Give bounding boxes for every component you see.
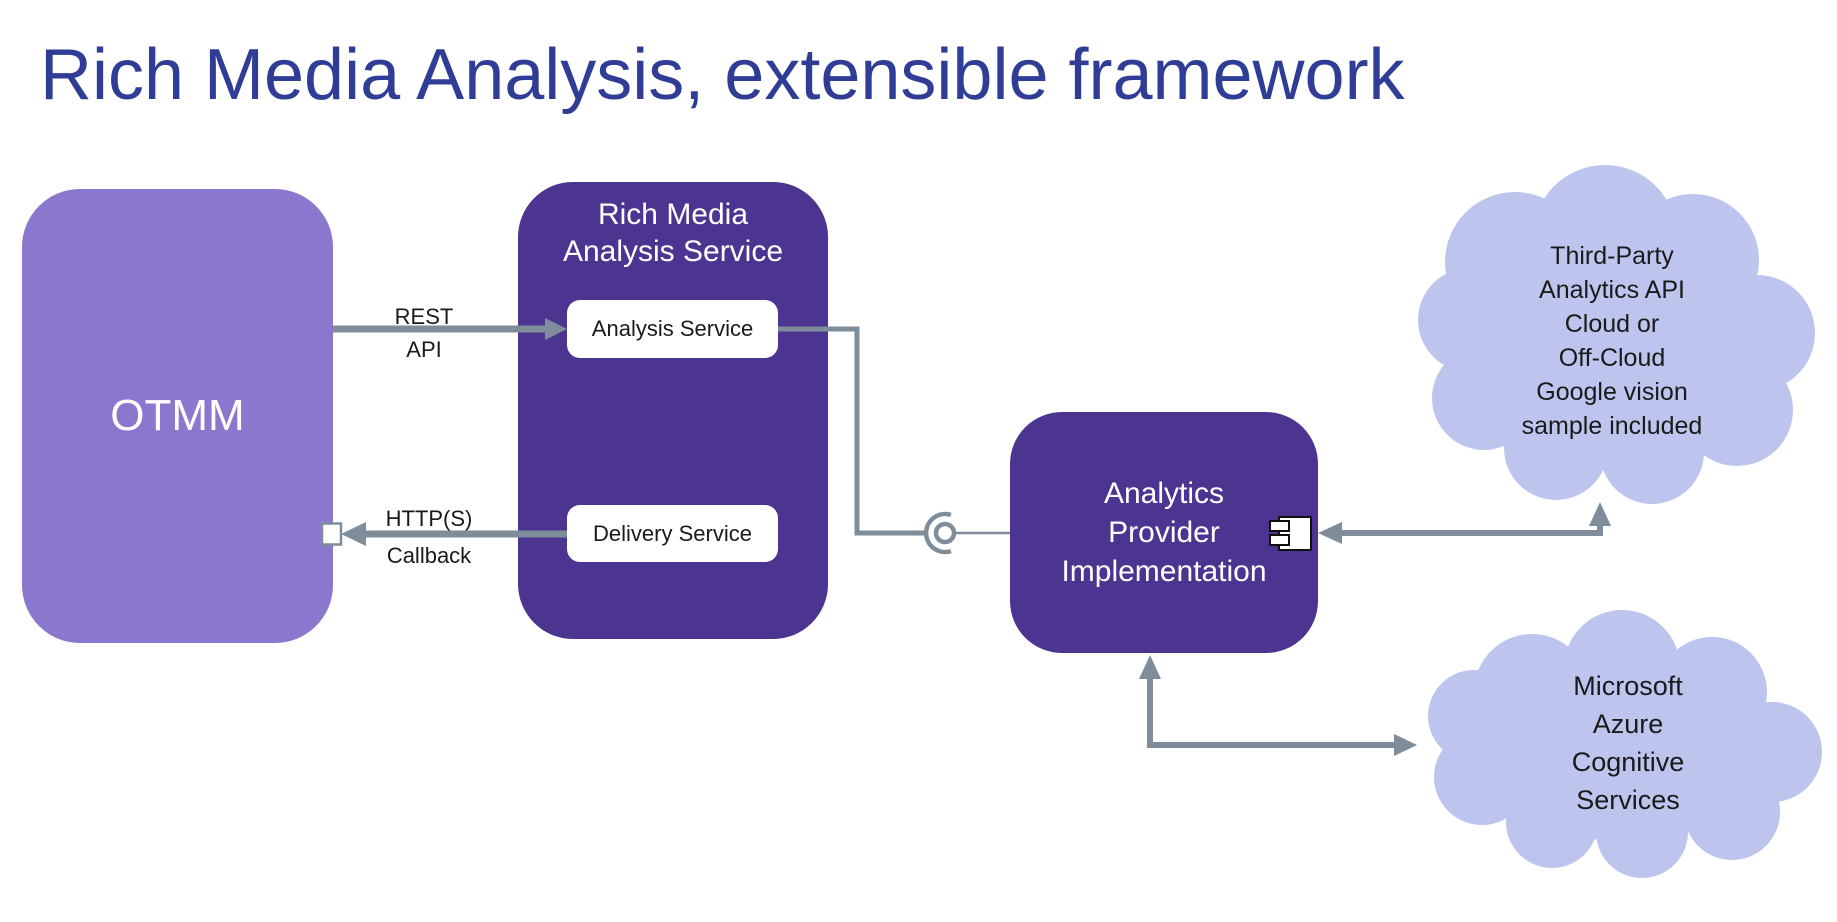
arrowhead-up-icon bbox=[1589, 502, 1611, 526]
rich-media-analysis-service-node: Rich Media Analysis Service Analysis Ser… bbox=[518, 182, 828, 639]
rich-media-service-title: Rich Media Analysis Service bbox=[518, 196, 828, 270]
arrowhead-left-icon bbox=[1318, 522, 1342, 544]
delivery-service-label: Delivery Service bbox=[593, 520, 752, 546]
rest-api-label-line: REST bbox=[394, 304, 454, 329]
arrowhead-up-icon bbox=[1139, 655, 1161, 679]
third-party-cloud-line: Analytics API bbox=[1539, 276, 1685, 304]
arrowhead-right-icon bbox=[1394, 734, 1417, 756]
http-callback-label-line: Callback bbox=[386, 543, 472, 568]
analytics-provider-node: Analytics Provider Implementation bbox=[1010, 412, 1318, 653]
analytics-provider-line: Analytics bbox=[1103, 477, 1225, 510]
azure-cloud-line: Services bbox=[1576, 785, 1680, 815]
third-party-cloud-line: Third-Party bbox=[1550, 242, 1674, 270]
third-party-connection-arrow bbox=[1318, 502, 1611, 544]
analysis-service-subnode: Analysis Service bbox=[567, 300, 778, 358]
otmm-node: OTMM bbox=[22, 189, 333, 643]
azure-cloud-line: Azure bbox=[1592, 709, 1664, 739]
third-party-cloud-line: Off-Cloud bbox=[1558, 344, 1666, 372]
socket-half-circle-icon bbox=[923, 511, 952, 555]
http-callback-label: HTTP(S) Callback bbox=[344, 500, 514, 574]
third-party-cloud-line: sample included bbox=[1521, 412, 1703, 440]
azure-cloud-line: Cognitive bbox=[1571, 747, 1685, 777]
rest-api-label-line: API bbox=[406, 337, 442, 362]
azure-connection-arrow bbox=[1139, 655, 1417, 756]
analytics-provider-line: Provider bbox=[1108, 516, 1220, 549]
page-title: Rich Media Analysis, extensible framewor… bbox=[40, 35, 1405, 115]
http-callback-label-line: HTTP(S) bbox=[385, 506, 473, 531]
analytics-provider-line: Implementation bbox=[1061, 555, 1267, 588]
analysis-service-label: Analysis Service bbox=[591, 316, 754, 341]
azure-cloud-label: Microsoft Azure Cognitive Services bbox=[1468, 667, 1788, 819]
third-party-cloud-label: Third-Party Analytics API Cloud or Off-C… bbox=[1452, 239, 1772, 443]
ball-interface-icon bbox=[933, 521, 957, 545]
third-party-cloud-line: Cloud or bbox=[1564, 310, 1660, 338]
azure-cloud-line: Microsoft bbox=[1573, 671, 1683, 701]
delivery-service-subnode: Delivery Service bbox=[567, 505, 778, 562]
rest-api-label: REST API bbox=[344, 300, 504, 366]
rich-media-service-title-line: Rich Media bbox=[597, 198, 749, 231]
rich-media-service-title-line: Analysis Service bbox=[562, 235, 784, 268]
otmm-label: OTMM bbox=[110, 391, 245, 440]
third-party-cloud-line: Google vision bbox=[1536, 378, 1688, 406]
